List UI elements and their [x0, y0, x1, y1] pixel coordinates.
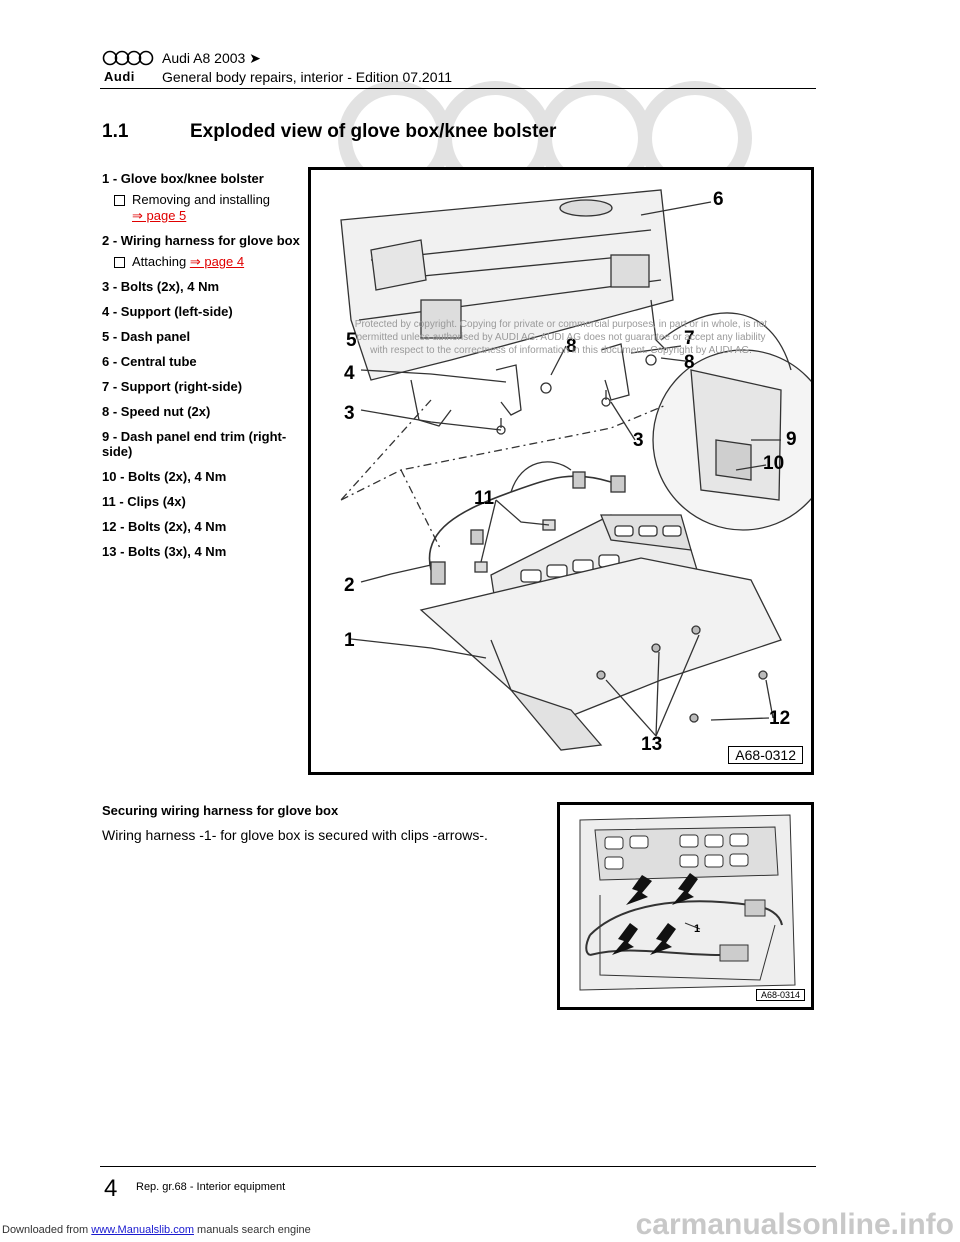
checkbox-bullet-icon: [114, 195, 125, 206]
legend-item-6: 6 - Central tube: [102, 354, 197, 369]
callout-13: 13: [641, 734, 663, 755]
download-prefix: Downloaded from: [2, 1224, 89, 1236]
exploded-view-drawing: [340, 189, 811, 751]
download-suffix: manuals search engine: [197, 1224, 311, 1236]
callout-6: 6: [713, 189, 724, 210]
page-5-link[interactable]: ⇒ page 5: [132, 208, 187, 223]
legend-item-11: 11 - Clips (4x): [102, 494, 186, 509]
page-number: 4: [104, 1175, 118, 1202]
legend-subitem-2: Attaching ⇒ page 4: [102, 254, 302, 270]
page-header: Audi Audi A8 2003 ➤ General body repairs…: [100, 48, 816, 90]
legend-item-8: 8 - Speed nut (2x): [102, 404, 211, 419]
legend-item-5: 5 - Dash panel: [102, 329, 191, 344]
legend-item-7: 7 - Support (right-side): [102, 379, 243, 394]
header-rule: [100, 88, 816, 89]
section-title-text: Exploded view of glove box/knee bolster: [190, 121, 557, 142]
callout-8b: 8: [684, 352, 695, 373]
callout-5: 5: [346, 330, 357, 351]
legend-item-4: 4 - Support (left-side): [102, 304, 233, 319]
callout-3a: 3: [344, 403, 355, 424]
section-title: 1.1 Exploded view of glove box/knee bolst…: [102, 121, 556, 143]
copyright-line-2: permitted unless authorised by AUDI AG. …: [356, 332, 766, 343]
legend-item-2: 2 - Wiring harness for glove box: [102, 233, 300, 248]
parts-legend: 1 - Glove box/knee bolster Removing and …: [102, 171, 302, 569]
figure2-callout-1: 1: [694, 923, 701, 935]
callout-10: 10: [763, 453, 785, 474]
subsection-text: Wiring harness -1- for glove box is secu…: [102, 827, 488, 843]
legend-item-3: 3 - Bolts (2x), 4 Nm: [102, 279, 220, 294]
callout-4: 4: [344, 363, 355, 384]
legend-subitem-1: Removing and installing ⇒ page 5: [102, 192, 302, 224]
legend-item-1: 1 - Glove box/knee bolster: [102, 171, 264, 186]
copyright-line-1: Protected by copyright. Copying for priv…: [354, 319, 768, 330]
callout-12: 12: [769, 708, 791, 729]
page-4-link[interactable]: ⇒ page 4: [189, 254, 245, 269]
copyright-line-3: with respect to the correctness of infor…: [370, 345, 752, 356]
model-line: Audi A8 2003 ➤: [162, 50, 261, 66]
copyright-notice: Protected by copyright. Copying for priv…: [311, 318, 811, 357]
site-watermark: carmanualsonline.info: [635, 1208, 954, 1241]
harness-clips-drawing: [579, 814, 796, 991]
download-notice: Downloaded from www.Manualslib.com manua…: [2, 1224, 311, 1236]
legend-item-13: 13 - Bolts (3x), 4 Nm: [102, 544, 227, 559]
exploded-view-figure: 6 5 8 7 8 4 3 3 9 10 11 2 1 12 13 Protec…: [308, 167, 814, 775]
callout-1: 1: [344, 630, 355, 651]
checkbox-bullet-icon: [114, 257, 125, 268]
manual-line: General body repairs, interior - Edition…: [162, 69, 453, 85]
legend-item-10: 10 - Bolts (2x), 4 Nm: [102, 469, 227, 484]
footer-rule: [100, 1166, 816, 1167]
legend-subitem-1-text: Removing and installing: [132, 192, 271, 207]
legend-subitem-2-text: Attaching: [132, 254, 187, 269]
manualslib-link[interactable]: www.Manualslib.com: [91, 1224, 194, 1236]
audi-brand-text: Audi: [104, 69, 135, 84]
harness-clips-figure: 1 A68-0314: [557, 802, 814, 1010]
figure-id: A68-0312: [728, 746, 803, 764]
audi-rings-logo: [102, 50, 154, 66]
callout-8a: 8: [566, 336, 577, 357]
footer-text: Rep. gr.68 - Interior equipment: [136, 1181, 286, 1193]
legend-item-12: 12 - Bolts (2x), 4 Nm: [102, 519, 227, 534]
callout-2: 2: [344, 575, 355, 596]
legend-item-9: 9 - Dash panel end trim (right-side): [102, 429, 287, 459]
figure2-id: A68-0314: [755, 989, 805, 1001]
section-number: 1.1: [102, 121, 129, 142]
callout-3b: 3: [633, 430, 644, 451]
subsection-title: Securing wiring harness for glove box: [102, 803, 339, 818]
callout-11: 11: [474, 488, 495, 509]
callout-9: 9: [786, 429, 797, 450]
callout-7: 7: [684, 328, 695, 349]
